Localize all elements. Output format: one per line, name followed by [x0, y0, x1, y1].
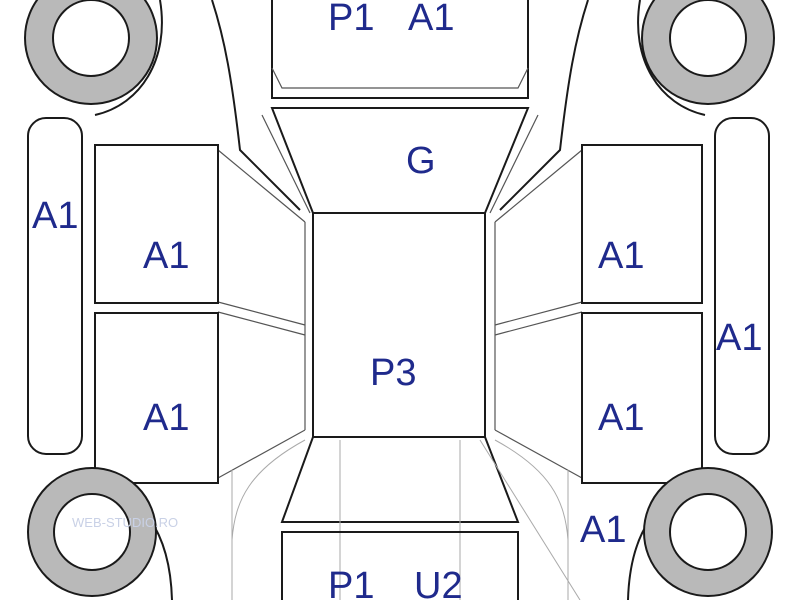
body-outline-right-front: [499, 0, 589, 211]
label-left-side-strip: A1: [32, 195, 78, 237]
pillar-left-mid-b: [217, 311, 306, 336]
front-bumper-inner-line: [271, 67, 529, 89]
pillar-right-mid-b: [494, 311, 583, 336]
pillar-left-front: [217, 149, 306, 223]
pillar-left-mid-a: [217, 301, 306, 326]
label-rear-right: A1: [580, 509, 626, 551]
rear-window-panel: [280, 436, 520, 523]
label-hood: G: [406, 140, 436, 182]
left-rear-door-panel: [94, 312, 219, 484]
rear-ghost-line-5: [479, 439, 581, 600]
right-front-door-panel: [581, 144, 703, 304]
rear-ghost-curve-left: [231, 439, 306, 541]
wheel-front-right: [641, 0, 775, 105]
watermark-text: WEB-STUDIO.RO: [72, 515, 178, 530]
label-front-bumper-a1: A1: [408, 0, 454, 39]
label-front-bumper-p1: P1: [328, 0, 374, 39]
label-rear-bumper-u2: U2: [414, 565, 463, 600]
body-outline-right-curve: [637, 0, 706, 116]
pillar-right-front: [494, 149, 583, 223]
wheel-rear-right: [643, 467, 773, 597]
left-front-door-panel: [94, 144, 219, 304]
label-right-side-strip: A1: [716, 317, 762, 359]
label-left-rear-door: A1: [143, 397, 189, 439]
wheel-front-left: [24, 0, 158, 105]
roof-panel: [312, 212, 486, 438]
wheel-rear-left: [27, 467, 157, 597]
label-right-rear-door: A1: [598, 397, 644, 439]
right-rear-door-panel: [581, 312, 703, 484]
label-roof: P3: [370, 352, 416, 394]
front-bumper-outline: [271, 0, 529, 99]
rear-bumper-outline: [281, 531, 519, 600]
pillar-right-mid-a: [494, 301, 583, 326]
body-outline-left-curve: [94, 0, 163, 116]
label-left-front-door: A1: [143, 235, 189, 277]
windshield-right-line: [489, 114, 539, 214]
body-outline-left-front: [211, 0, 301, 211]
label-right-front-door: A1: [598, 235, 644, 277]
rear-ghost-curve-right: [494, 439, 569, 541]
windshield-left-line: [261, 114, 311, 214]
hood-panel: [270, 107, 530, 214]
left-side-strip-panel: [27, 117, 83, 455]
right-side-strip-panel: [714, 117, 770, 455]
label-rear-bumper-p1: P1: [328, 565, 374, 600]
